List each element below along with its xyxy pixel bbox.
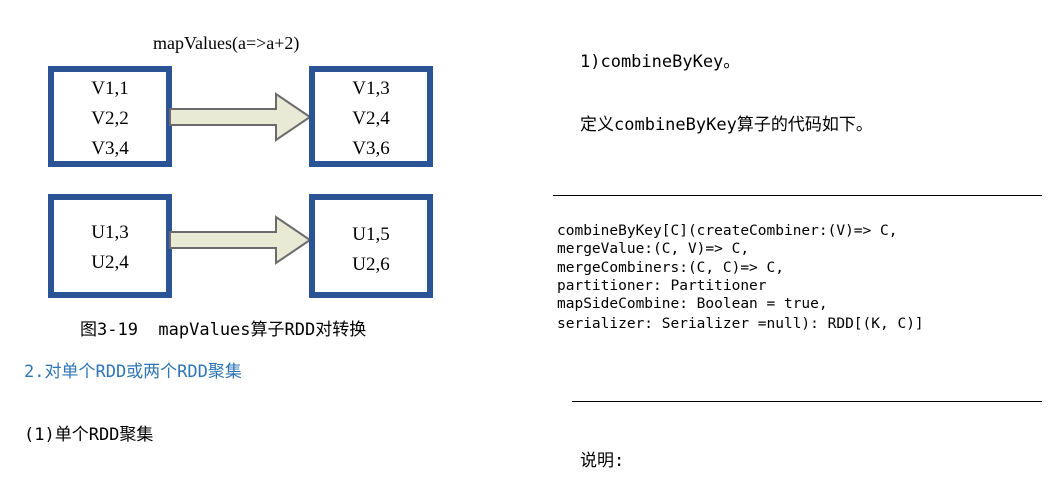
right-arrow-icon <box>169 215 312 265</box>
code-line: mergeValue:(C, V)=> C, <box>557 241 750 257</box>
code-line: partitioner: Partitioner <box>557 278 767 294</box>
code-bottom-rule <box>572 401 1042 402</box>
item-title: 1)combineByKey。 <box>580 52 741 72</box>
intro-text: 定义combineByKey算子的代码如下。 <box>580 115 873 135</box>
source-box-v: V1,1 V2,2 V3,4 <box>48 66 172 167</box>
box-line: U2,6 <box>352 254 390 275</box>
code-line: mapSideCombine: Boolean = true, <box>557 296 828 312</box>
right-arrow-icon <box>169 92 312 142</box>
code-top-rule <box>553 195 1042 196</box>
box-line: V1,3 <box>352 78 390 99</box>
target-box-u: U1,5 U2,6 <box>309 194 433 298</box>
code-line: serializer: Serializer =null): RDD[(K, C… <box>557 316 924 332</box>
source-box-u: U1,3 U2,4 <box>48 194 172 298</box>
target-box-v: V1,3 V2,4 V3,6 <box>309 66 433 167</box>
code-line: mergeCombiners:(C, C)=> C, <box>557 260 784 276</box>
code-line: combineByKey[C](createCombiner:(V)=> C, <box>557 223 898 239</box>
box-line: V2,2 <box>91 108 129 129</box>
subsection-heading: (1)单个RDD聚集 <box>24 425 154 445</box>
box-line: V1,1 <box>91 78 129 99</box>
figure-caption: 图3-19 mapValues算子RDD对转换 <box>80 320 367 340</box>
figure-title: mapValues(a=>a+2) <box>153 33 300 53</box>
box-line: V2,4 <box>352 108 390 129</box>
box-line: V3,6 <box>352 138 390 159</box>
box-line: U1,3 <box>91 222 129 243</box>
section-heading: 2.对单个RDD或两个RDD聚集 <box>24 362 242 382</box>
box-line: U2,4 <box>91 252 129 273</box>
box-line: U1,5 <box>352 224 390 245</box>
note-label: 说明: <box>580 451 625 471</box>
box-line: V3,4 <box>91 138 129 159</box>
